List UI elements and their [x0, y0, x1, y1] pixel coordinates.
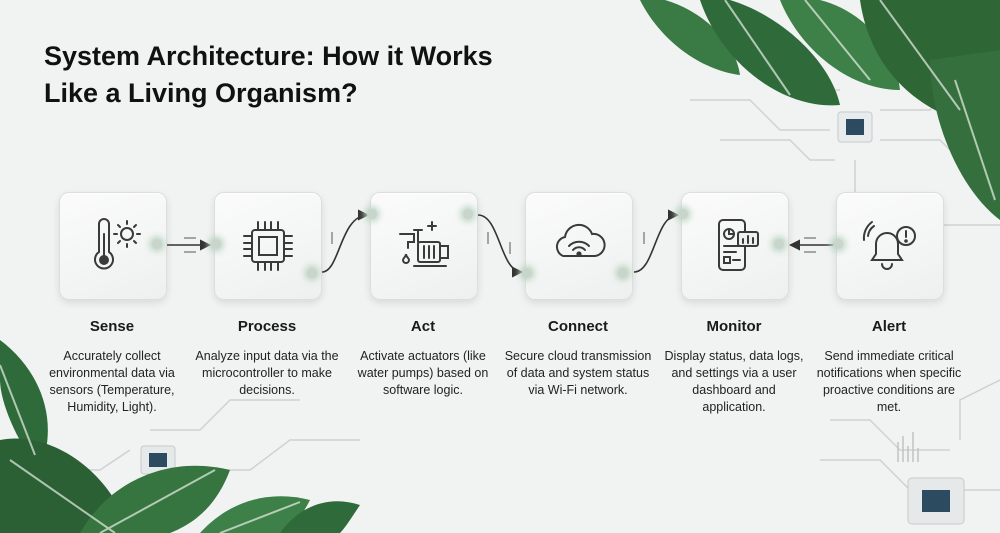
- process-card: [211, 192, 322, 300]
- water-pump-icon: [394, 216, 454, 276]
- connection-node: [833, 239, 843, 249]
- step-title-connect: Connect: [548, 318, 608, 335]
- connection-node: [618, 268, 628, 278]
- step-title-monitor: Monitor: [706, 318, 762, 335]
- page-title-line-2: Like a Living Organism?: [44, 78, 358, 108]
- step-description-process: Analyze input data via the microcontroll…: [195, 349, 339, 397]
- sense-card: [59, 192, 167, 300]
- connection-node: [522, 268, 532, 278]
- monitor-card: [678, 192, 789, 300]
- step-title-sense: Sense: [89, 318, 135, 335]
- page-title: System Architecture: How it Works Like a…: [44, 38, 604, 112]
- leaves-top-right: [640, 0, 1000, 220]
- step-description-alert: Send immediate critical notifications wh…: [816, 349, 962, 414]
- dashboard-phone-icon: [705, 216, 765, 276]
- page-title-line-1: System Architecture: How it Works: [44, 41, 493, 71]
- step-description-act: Activate actuators (like water pumps) ba…: [357, 349, 489, 397]
- act-card: [367, 192, 478, 300]
- connection-node: [211, 239, 221, 249]
- microchip-icon: [238, 216, 298, 276]
- alert-card: [833, 192, 944, 300]
- bell-alert-icon: [860, 216, 920, 276]
- step-description-monitor: Display status, data logs, and settings …: [664, 349, 804, 414]
- connection-node: [678, 209, 688, 219]
- connection-node: [463, 209, 473, 219]
- cloud-wifi-icon: [549, 216, 609, 276]
- connect-card: [522, 192, 633, 300]
- connection-node: [774, 239, 784, 249]
- leaves-bottom-left: [0, 340, 360, 533]
- step-title-process: Process: [237, 318, 297, 335]
- step-description-connect: Secure cloud transmission of data and sy…: [504, 349, 652, 397]
- chip-decorations: [140, 111, 965, 525]
- connection-node: [367, 209, 377, 219]
- step-title-act: Act: [410, 318, 436, 335]
- thermometer-sun-icon: [83, 216, 143, 276]
- step-title-alert: Alert: [871, 318, 907, 335]
- step-description-sense: Accurately collect environmental data vi…: [49, 349, 175, 414]
- connection-node: [307, 268, 317, 278]
- connection-node: [152, 239, 162, 249]
